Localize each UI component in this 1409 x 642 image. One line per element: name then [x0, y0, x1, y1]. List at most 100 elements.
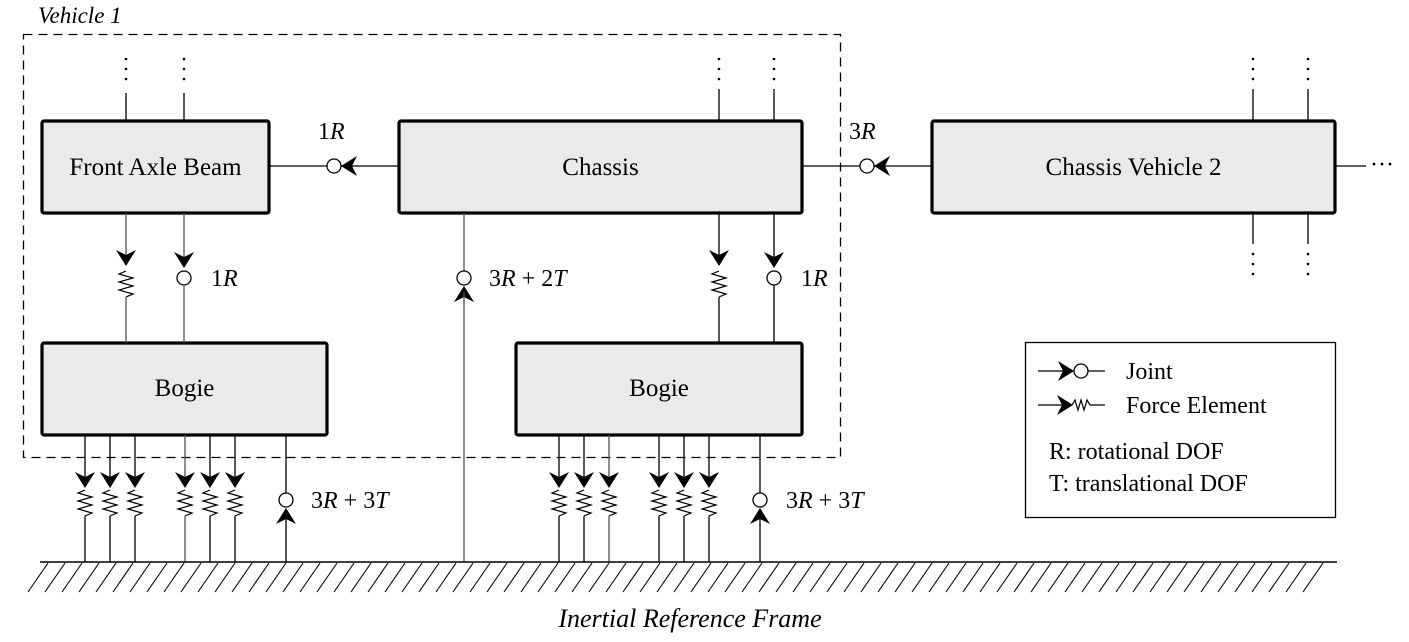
hatch-line	[146, 562, 168, 593]
hatch-line	[129, 562, 151, 593]
hatch-line	[775, 562, 797, 593]
spring-icon	[102, 489, 118, 517]
joint-chassis-bogie: 1R	[764, 213, 828, 343]
hatch-line	[1166, 562, 1188, 593]
hatch-line	[1064, 562, 1086, 593]
hatch-line	[571, 562, 593, 593]
hatch-line	[1217, 562, 1239, 593]
hatch-line	[605, 562, 627, 593]
bogie-front-label: Bogie	[155, 375, 215, 402]
hatch-line	[979, 562, 1001, 593]
joint-icon	[176, 270, 192, 286]
joint-icon	[1038, 361, 1105, 381]
continuation-ellipsis: ···	[1370, 152, 1394, 178]
hatch-line	[826, 562, 848, 593]
front-axle-continuation	[124, 57, 186, 121]
hatch-line	[333, 562, 355, 593]
hatch-line	[299, 562, 321, 593]
joint-icon	[326, 158, 342, 174]
legend-label-force-element: Force Element	[1126, 393, 1267, 419]
hatch-line	[656, 562, 678, 593]
dof-label-3R2T: 3R + 2T	[489, 266, 568, 292]
hatch-line	[401, 562, 423, 593]
hatch-line	[1268, 562, 1290, 593]
ground-hatching	[27, 562, 1324, 593]
hatch-line	[452, 562, 474, 593]
spring-element	[699, 435, 719, 562]
hatch-line	[945, 562, 967, 593]
spring-element	[125, 435, 145, 562]
spring-icon	[711, 270, 727, 298]
hatch-line	[27, 562, 49, 593]
hatch-line	[724, 562, 746, 593]
vehicle-1-group-border	[22, 33, 842, 459]
hatch-line	[588, 562, 610, 593]
dof-label-3R3T-left: 3R + 3T	[311, 488, 390, 514]
spring-element	[574, 435, 594, 562]
force-element-icon	[1038, 395, 1105, 415]
joint-vehicle2-chassis: 3R	[802, 119, 932, 176]
hatch-line	[384, 562, 406, 593]
hatch-line	[707, 562, 729, 593]
hatch-line	[44, 562, 66, 593]
hatch-line	[1098, 562, 1120, 593]
hatch-line	[520, 562, 542, 593]
hatch-line	[860, 562, 882, 593]
hatch-line	[996, 562, 1018, 593]
spring-icon	[118, 270, 134, 298]
hatch-line	[622, 562, 644, 593]
joint-rear-bogie-ground: 3R + 3T	[750, 435, 865, 562]
hatch-line	[1183, 562, 1205, 593]
hatch-line	[639, 562, 661, 593]
spring-icon	[551, 489, 567, 517]
hatch-line	[877, 562, 899, 593]
hatch-line	[1149, 562, 1171, 593]
hatch-line	[61, 562, 83, 593]
hatch-line	[367, 562, 389, 593]
joint-chassis-ground: 3R + 2T	[454, 213, 568, 562]
hatch-line	[350, 562, 372, 593]
spring-icon	[651, 489, 667, 517]
hatch-line	[741, 562, 763, 593]
joint-icon	[278, 492, 294, 508]
bogie-rear-label: Bogie	[629, 375, 689, 402]
spring-icon	[127, 489, 143, 517]
hatch-line	[673, 562, 695, 593]
body-bogie-rear: Bogie	[514, 341, 804, 437]
hatch-line	[792, 562, 814, 593]
hatch-line	[758, 562, 780, 593]
hatch-line	[180, 562, 202, 593]
dof-label-3R3T-right: 3R + 3T	[786, 488, 865, 514]
hatch-line	[163, 562, 185, 593]
vehicle-1-label: Vehicle 1	[38, 3, 122, 28]
legend-item-force-element: Force Element	[1038, 393, 1267, 419]
hatch-line	[486, 562, 508, 593]
spring-element	[674, 435, 694, 562]
spring-element	[100, 435, 120, 562]
hatch-line	[928, 562, 950, 593]
hatch-line	[214, 562, 236, 593]
front-axle-beam-label: Front Axle Beam	[69, 154, 242, 181]
hatch-line	[1285, 562, 1307, 593]
chassis-label: Chassis	[562, 154, 638, 181]
force-elements-rear-bogie-ground	[549, 435, 719, 562]
hatch-line	[1234, 562, 1256, 593]
hatch-line	[231, 562, 253, 593]
spring-icon	[227, 489, 243, 517]
spring-icon	[676, 489, 692, 517]
spring-icon	[601, 489, 617, 517]
hatch-line	[1081, 562, 1103, 593]
hatch-line	[418, 562, 440, 593]
dof-label-1R-right: 1R	[801, 266, 828, 292]
hatch-line	[911, 562, 933, 593]
spring-element	[599, 435, 619, 562]
spring-icon	[701, 489, 717, 517]
hatch-line	[248, 562, 270, 593]
joint-front-bogie-ground: 3R + 3T	[276, 435, 390, 562]
dof-label-1R-top: 1R	[318, 119, 345, 145]
hatch-line	[1047, 562, 1069, 593]
hatch-line	[435, 562, 457, 593]
force-element-chassis-bogie	[709, 213, 729, 343]
hatch-line	[962, 562, 984, 593]
